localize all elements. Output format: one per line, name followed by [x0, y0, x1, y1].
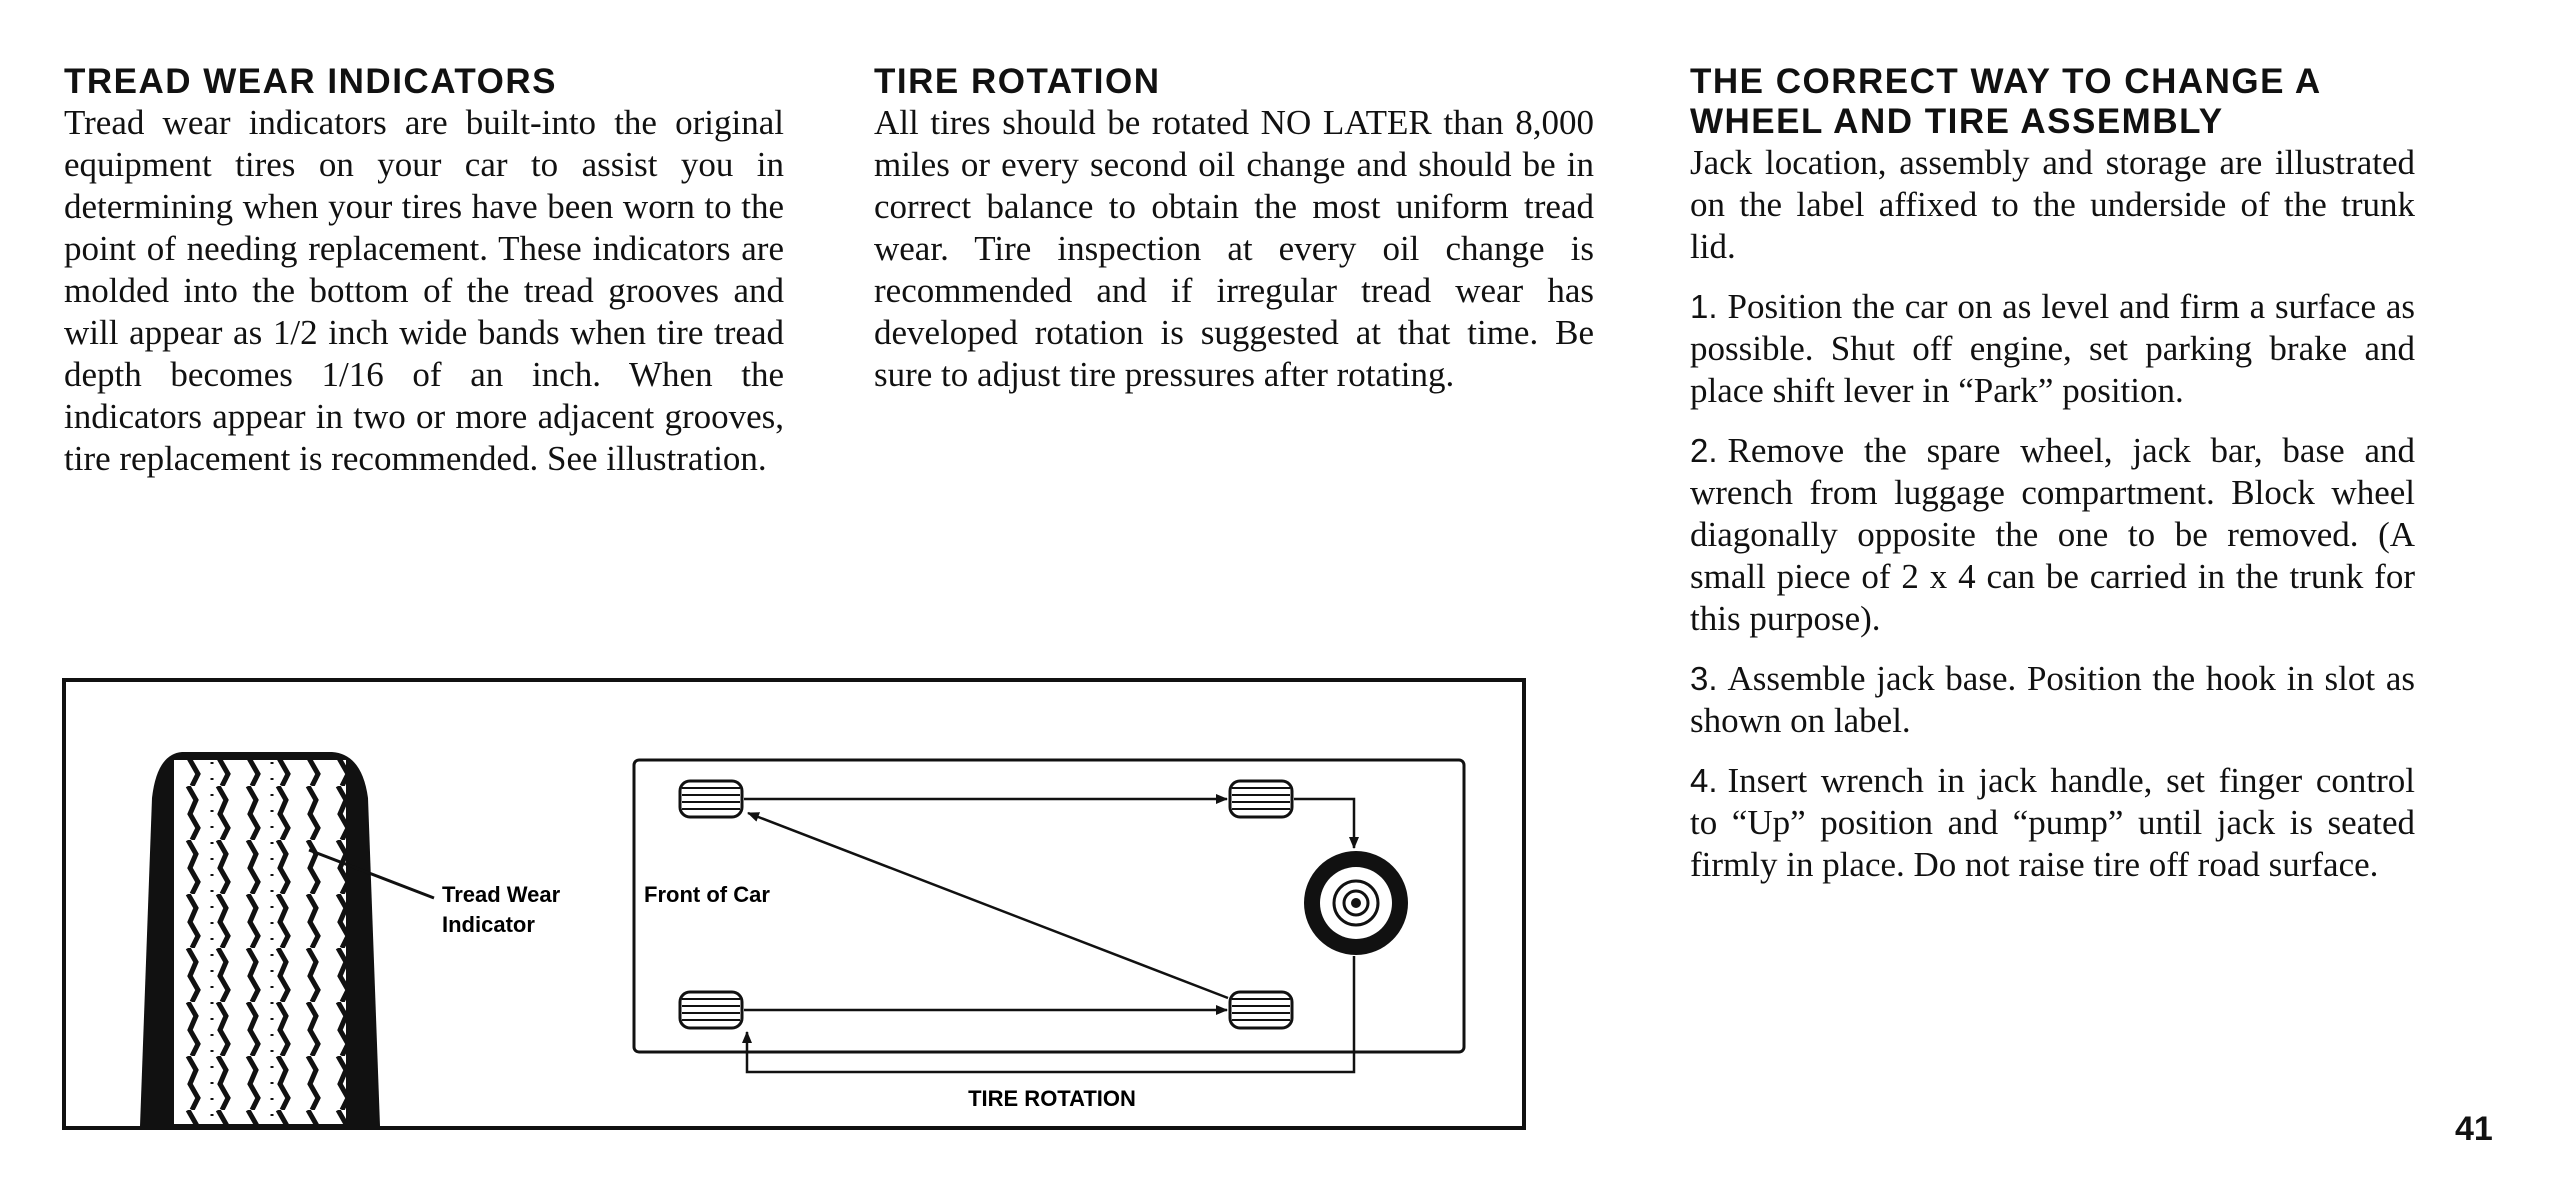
change-wheel-heading-line1: THE CORRECT WAY TO CHANGE A: [1690, 62, 2322, 101]
step-3-number: 3.: [1690, 660, 1718, 697]
spare-tire: [1304, 851, 1408, 955]
step-1-number: 1.: [1690, 288, 1718, 325]
rear-right-wheel: [1228, 990, 1294, 1030]
step-4-number: 4.: [1690, 762, 1718, 799]
figure-caption: TIRE ROTATION: [968, 1086, 1136, 1111]
tire-tread-graphic: [140, 752, 380, 1126]
step-3-text: Assemble jack base. Position the hook in…: [1690, 659, 2415, 740]
step-1: 1.Position the car on as level and firm …: [1690, 286, 2415, 412]
tire-rotation-section: TIRE ROTATION All tires should be rotate…: [874, 62, 1594, 396]
tread-wear-section: TREAD WEAR INDICATORS Tread wear indicat…: [64, 62, 784, 480]
rear-left-wheel: [1228, 779, 1294, 819]
step-4: 4.Insert wrench in jack handle, set fing…: [1690, 760, 2415, 886]
car-outline: [632, 758, 1466, 1054]
change-wheel-heading: THE CORRECT WAY TO CHANGE A WHEEL AND TI…: [1690, 62, 2415, 142]
change-wheel-section: THE CORRECT WAY TO CHANGE A WHEEL AND TI…: [1690, 62, 2415, 886]
front-right-wheel: [678, 990, 744, 1030]
front-of-car-label: Front of Car: [644, 882, 770, 907]
step-2-number: 2.: [1690, 432, 1718, 469]
tread-label-line2: Indicator: [442, 912, 535, 937]
change-wheel-heading-line2: WHEEL AND TIRE ASSEMBLY: [1690, 102, 2224, 141]
tire-rotation-body: All tires should be rotated NO LATER tha…: [874, 103, 1594, 394]
step-1-text: Position the car on as level and firm a …: [1690, 287, 2415, 410]
tread-wear-body: Tread wear indicators are built-into the…: [64, 103, 784, 478]
tire-illustration: Tread Wear Indicator Front of Car TIRE R…: [62, 678, 1526, 1130]
page-number: 41: [2455, 1110, 2493, 1148]
step-3: 3.Assemble jack base. Position the hook …: [1690, 658, 2415, 742]
rotation-arrows: [742, 794, 1359, 1074]
tread-wear-heading: TREAD WEAR INDICATORS: [64, 62, 557, 101]
front-left-wheel: [678, 779, 744, 819]
tread-label-line1: Tread Wear: [442, 882, 561, 907]
step-2-text: Remove the spare wheel, jack bar, base a…: [1690, 431, 2415, 638]
tire-rotation-heading: TIRE ROTATION: [874, 62, 1161, 101]
change-wheel-intro: Jack location, assembly and storage are …: [1690, 143, 2415, 266]
step-4-text: Insert wrench in jack handle, set finger…: [1690, 761, 2415, 884]
step-2: 2.Remove the spare wheel, jack bar, base…: [1690, 430, 2415, 640]
indicator-leader-line: [308, 848, 435, 900]
